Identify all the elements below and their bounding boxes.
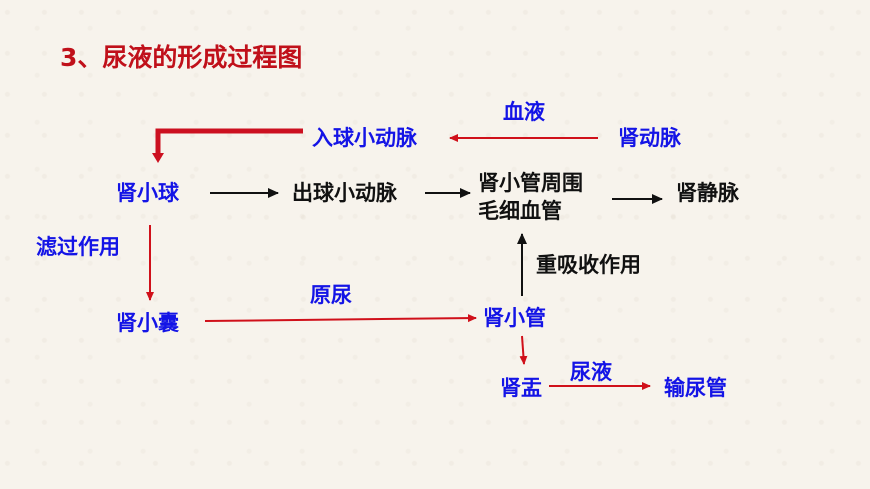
node-capillaries-line1: 肾小管周围 <box>478 171 583 195</box>
node-efferent-arteriole: 出球小动脉 <box>292 181 397 205</box>
arrow-capsule-to-tubule <box>204 314 477 323</box>
edge-label-urine: 尿液 <box>570 360 612 384</box>
page-title: 3、尿液的形成过程图 <box>60 43 303 72</box>
node-afferent-arteriole: 入球小动脉 <box>312 126 417 150</box>
arrow-tubule-to-pelvis <box>519 335 528 365</box>
node-glomerulus: 肾小球 <box>116 181 179 205</box>
node-renal-vein: 肾静脉 <box>676 181 739 205</box>
node-renal-tubule: 肾小管 <box>483 306 546 330</box>
node-renal-artery: 肾动脉 <box>618 126 681 150</box>
node-capillaries-line2: 毛细血管 <box>478 199 562 223</box>
node-renal-capsule: 肾小囊 <box>116 311 179 335</box>
edge-label-primary-urine: 原尿 <box>310 283 352 307</box>
arrow-afferent-to-glomerulus <box>155 128 303 155</box>
node-renal-pelvis: 肾盂 <box>500 376 542 400</box>
edge-label-blood: 血液 <box>503 100 545 124</box>
edge-label-reabsorption: 重吸收作用 <box>536 253 641 277</box>
node-ureter: 输尿管 <box>664 376 727 400</box>
edge-label-filtration: 滤过作用 <box>36 235 120 259</box>
